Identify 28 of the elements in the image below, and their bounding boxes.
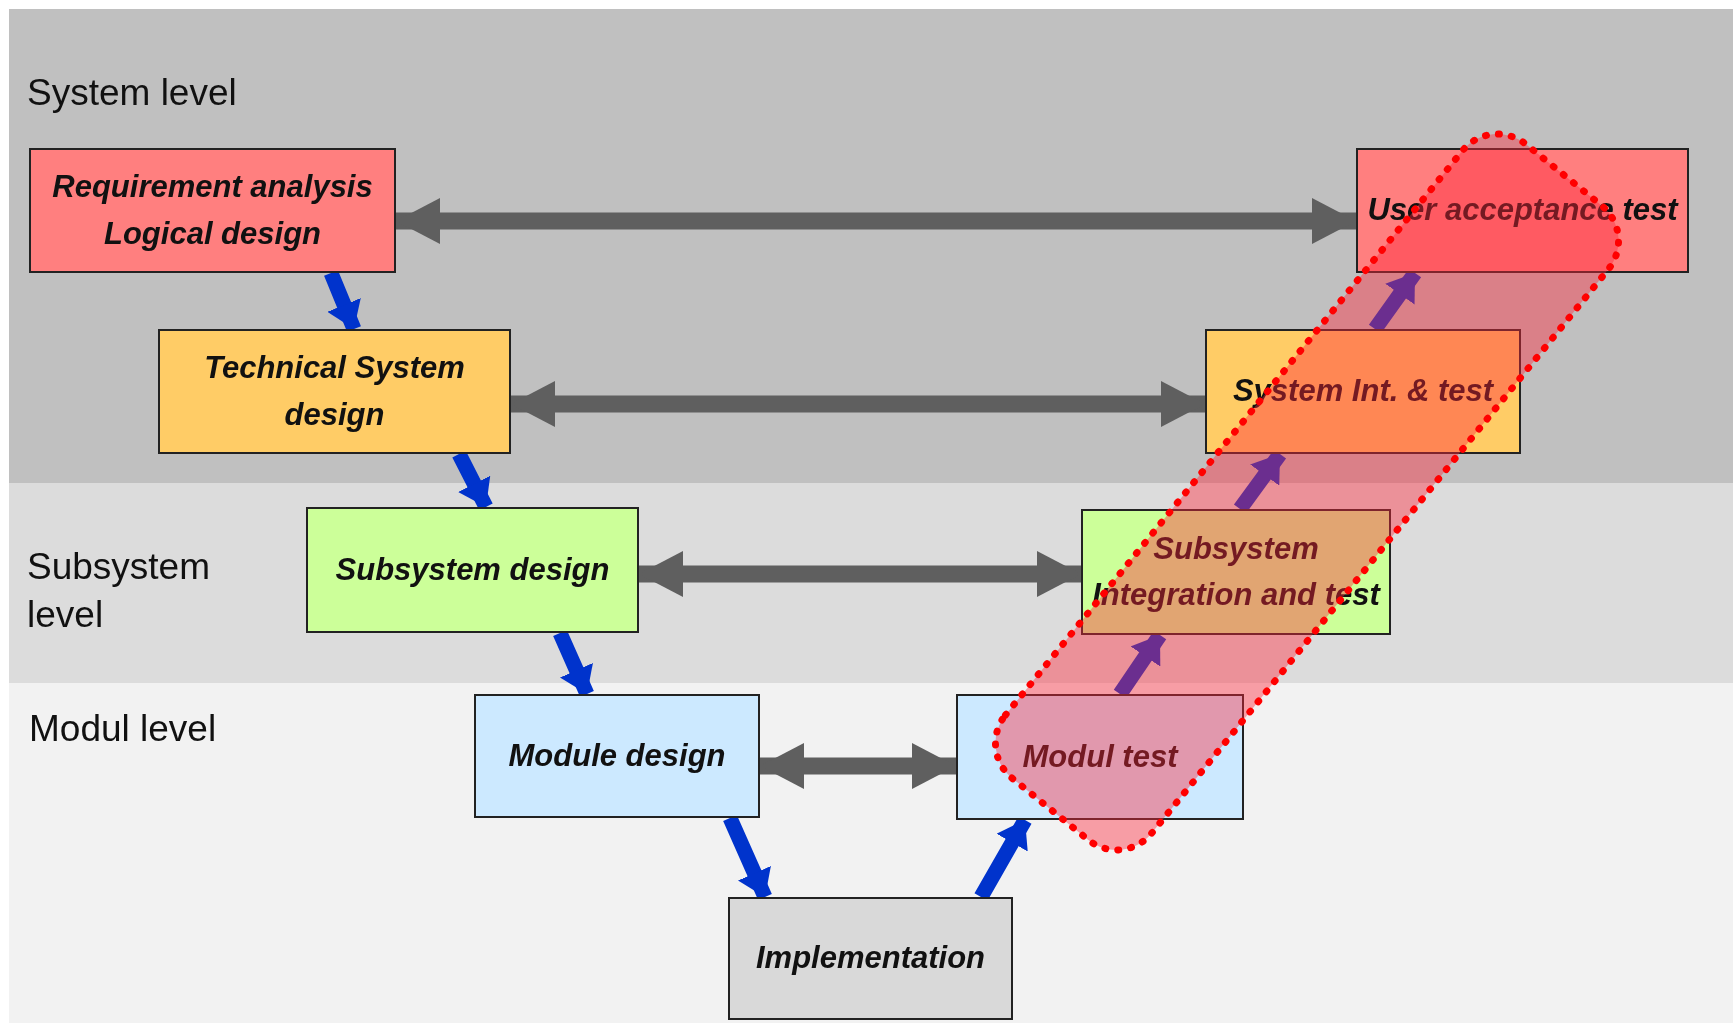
process-box bbox=[728, 897, 1013, 1020]
level-band bbox=[9, 9, 1733, 483]
process-box bbox=[474, 694, 760, 818]
level-label: System level bbox=[27, 71, 238, 115]
double-arrow bbox=[396, 198, 1356, 244]
double-arrow bbox=[511, 381, 1205, 427]
process-box bbox=[158, 329, 511, 454]
box-text: Technical System design bbox=[203, 349, 466, 434]
box-text: Subsystem design bbox=[335, 550, 610, 589]
box-text: Implementation bbox=[755, 939, 986, 978]
level-band bbox=[9, 483, 1733, 683]
process-box bbox=[306, 507, 639, 633]
process-box bbox=[956, 694, 1244, 820]
level-label: Modul level bbox=[29, 707, 218, 751]
box-text: Requirement analysis bbox=[52, 168, 373, 206]
double-arrow bbox=[639, 551, 1081, 597]
process-box bbox=[1356, 148, 1689, 273]
process-box bbox=[1081, 509, 1391, 635]
box-text: Modul test bbox=[1022, 737, 1178, 776]
box-text: System Int. & test bbox=[1232, 372, 1494, 411]
box-text: User acceptance test bbox=[1367, 191, 1678, 230]
double-arrow bbox=[760, 743, 956, 789]
level-label: Subsystem level bbox=[27, 545, 211, 638]
box-text: Logical design bbox=[104, 214, 321, 253]
process-box bbox=[1205, 329, 1521, 454]
level-band bbox=[9, 683, 1733, 1023]
process-box bbox=[29, 148, 396, 273]
box-text: Module design bbox=[508, 736, 726, 775]
